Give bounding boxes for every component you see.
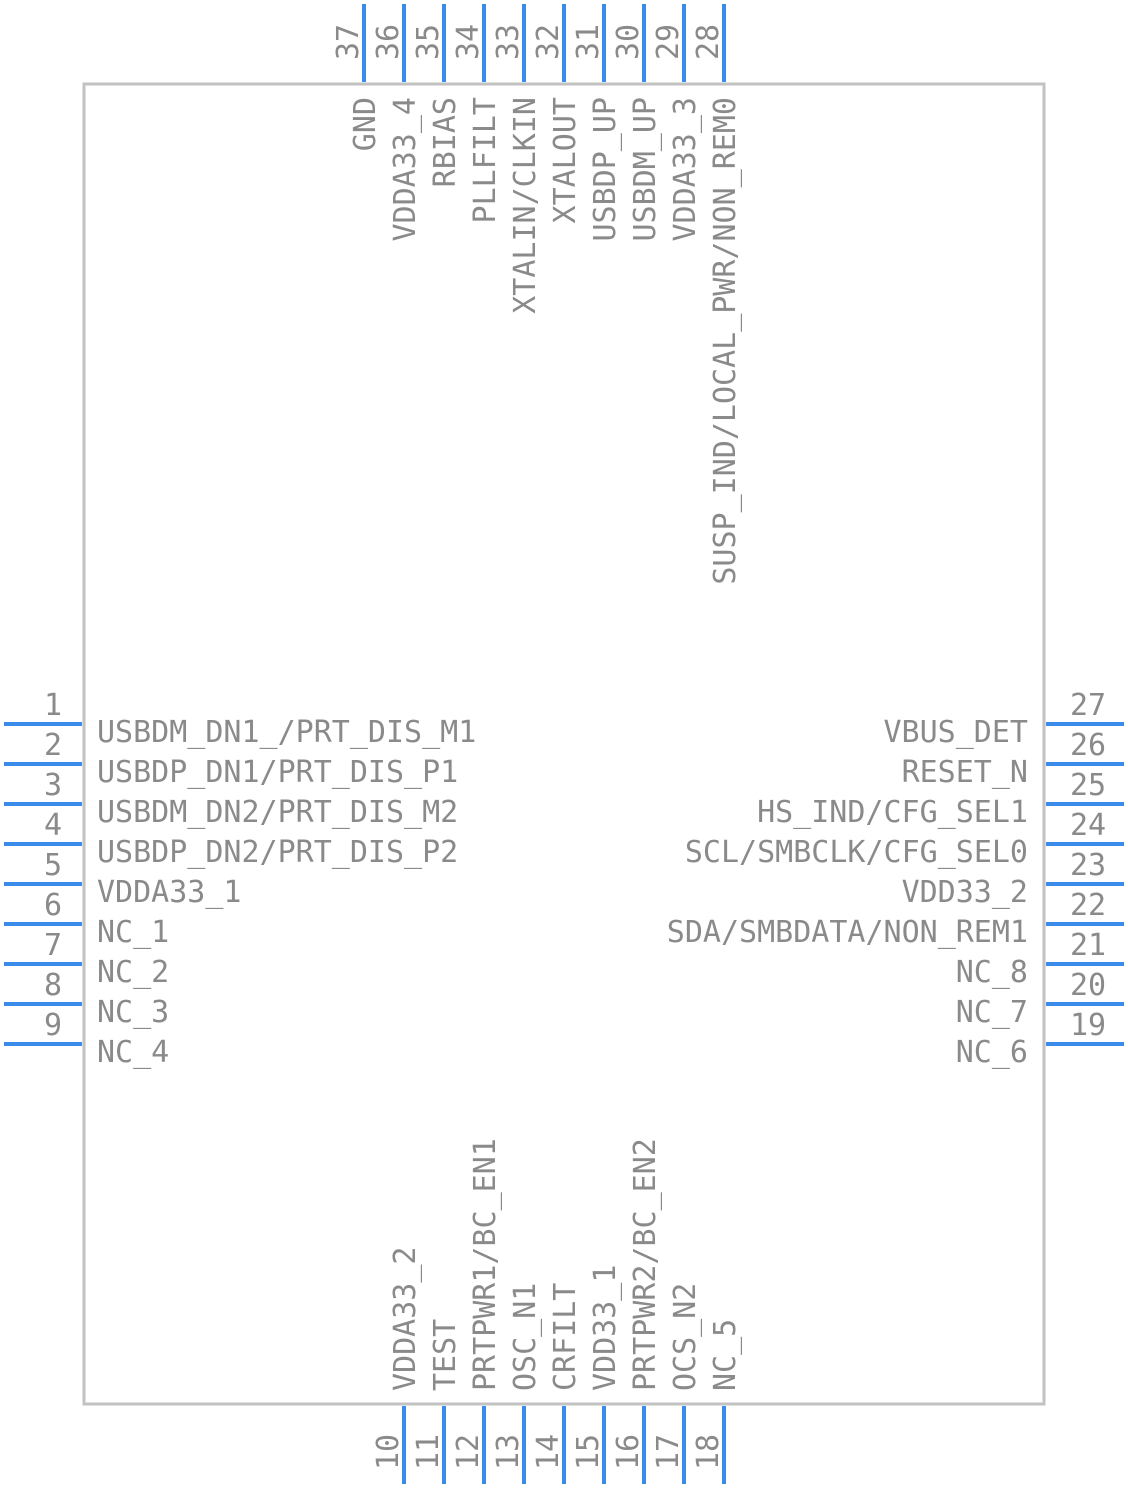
- pin-label-20: NC_7: [956, 995, 1028, 1030]
- pin-label-22: SDA/SMBDATA/NON_REM1: [667, 915, 1028, 950]
- pin-label-23: VDD33_2: [902, 875, 1028, 910]
- pin-number-30: 30: [611, 24, 646, 60]
- pin-label-26: RESET_N: [902, 755, 1028, 790]
- pin-number-18: 18: [691, 1434, 726, 1470]
- pin-label-16: PRTPWR2/BC_EN2: [628, 1138, 663, 1391]
- pin-number-34: 34: [451, 24, 486, 60]
- pin-number-7: 7: [44, 928, 62, 963]
- pin-number-22: 22: [1070, 888, 1106, 923]
- pin-label-30: USBDM_UP: [628, 97, 663, 242]
- pin-label-33: XTALIN/CLKIN: [508, 97, 543, 314]
- pin-number-4: 4: [44, 808, 62, 843]
- pin-label-28: SUSP_IND/LOCAL_PWR/NON_REM0: [708, 97, 743, 585]
- pin-number-8: 8: [44, 968, 62, 1003]
- pin-label-35: RBIAS: [428, 97, 463, 187]
- pin-number-12: 12: [451, 1434, 486, 1470]
- pin-number-35: 35: [411, 24, 446, 60]
- pin-label-2: USBDP_DN1/PRT_DIS_P1: [97, 755, 458, 790]
- pin-label-6: NC_1: [97, 915, 169, 950]
- pin-label-24: SCL/SMBCLK/CFG_SEL0: [685, 835, 1028, 870]
- pin-label-1: USBDM_DN1_/PRT_DIS_M1: [97, 715, 476, 750]
- pin-label-32: XTALOUT: [548, 97, 583, 223]
- pin-label-11: TEST: [428, 1319, 463, 1391]
- pin-number-17: 17: [651, 1434, 686, 1470]
- chip-body: [82, 82, 1046, 1406]
- pin-number-14: 14: [531, 1434, 566, 1470]
- pin-label-3: USBDM_DN2/PRT_DIS_M2: [97, 795, 458, 830]
- pin-label-36: VDDA33_4: [388, 97, 423, 242]
- pin-number-1: 1: [44, 688, 62, 723]
- pin-number-5: 5: [44, 848, 62, 883]
- pin-number-25: 25: [1070, 768, 1106, 803]
- pin-label-17: OCS_N2: [668, 1283, 703, 1391]
- pin-label-13: OSC_N1: [508, 1283, 543, 1391]
- pin-label-34: PLLFILT: [468, 97, 503, 223]
- pin-label-12: PRTPWR1/BC_EN1: [468, 1138, 503, 1391]
- pin-number-19: 19: [1070, 1008, 1106, 1043]
- pin-number-2: 2: [44, 728, 62, 763]
- pin-label-14: CRFILT: [548, 1283, 583, 1391]
- pin-number-21: 21: [1070, 928, 1106, 963]
- pin-label-29: VDDA33_3: [668, 97, 703, 242]
- pin-label-37: GND: [348, 97, 383, 151]
- pin-label-7: NC_2: [97, 955, 169, 990]
- pin-label-8: NC_3: [97, 995, 169, 1030]
- pin-label-21: NC_8: [956, 955, 1028, 990]
- pin-number-29: 29: [651, 24, 686, 60]
- pin-label-31: USBDP_UP: [588, 97, 623, 242]
- pin-number-24: 24: [1070, 808, 1106, 843]
- pin-number-37: 37: [331, 24, 366, 60]
- pin-number-28: 28: [691, 24, 726, 60]
- pin-label-18: NC_5: [708, 1319, 743, 1391]
- pin-number-31: 31: [571, 24, 606, 60]
- pin-number-23: 23: [1070, 848, 1106, 883]
- pin-number-11: 11: [411, 1434, 446, 1470]
- pin-number-36: 36: [371, 24, 406, 60]
- pin-number-15: 15: [571, 1434, 606, 1470]
- pin-label-5: VDDA33_1: [97, 875, 242, 910]
- pin-label-25: HS_IND/CFG_SEL1: [757, 795, 1028, 830]
- pin-number-33: 33: [491, 24, 526, 60]
- pin-number-26: 26: [1070, 728, 1106, 763]
- pin-number-3: 3: [44, 768, 62, 803]
- pin-number-10: 10: [371, 1434, 406, 1470]
- pin-number-27: 27: [1070, 688, 1106, 723]
- pin-number-13: 13: [491, 1434, 526, 1470]
- pin-label-15: VDD33_1: [588, 1265, 623, 1391]
- pin-label-27: VBUS_DET: [884, 715, 1029, 750]
- pin-label-19: NC_6: [956, 1035, 1028, 1070]
- pin-label-10: VDDA33_2: [388, 1247, 423, 1392]
- pin-number-20: 20: [1070, 968, 1106, 1003]
- pin-number-16: 16: [611, 1434, 646, 1470]
- pin-number-9: 9: [44, 1008, 62, 1043]
- pin-label-9: NC_4: [97, 1035, 169, 1070]
- pin-number-6: 6: [44, 888, 62, 923]
- pin-number-32: 32: [531, 24, 566, 60]
- pin-label-4: USBDP_DN2/PRT_DIS_P2: [97, 835, 458, 870]
